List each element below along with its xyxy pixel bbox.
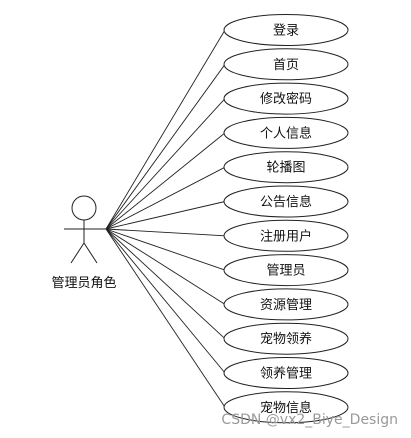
use-case-ellipse	[223, 151, 349, 184]
actor-leg-right	[83, 242, 98, 264]
actor-leg-left	[70, 242, 85, 264]
use-case: 登录	[223, 14, 349, 46]
use-case: 宠物领养	[223, 322, 349, 355]
association-line	[105, 132, 226, 230]
watermark: CSDN @vx2_Biye_Design	[221, 412, 398, 428]
association-line	[105, 64, 226, 230]
use-case-label: 公告信息	[260, 194, 312, 210]
association-line	[105, 228, 226, 374]
association-line	[105, 228, 226, 408]
association-line	[105, 228, 226, 237]
use-case-ellipse	[223, 219, 349, 252]
use-case: 公告信息	[223, 185, 349, 218]
use-case-label: 资源管理	[260, 298, 312, 313]
actor-stick-figure	[64, 195, 106, 264]
use-case: 宠物信息	[223, 391, 349, 424]
association-line	[105, 228, 226, 305]
use-case-label: 登录	[273, 24, 299, 39]
use-case: 个人信息	[223, 116, 349, 149]
use-case-label: 宠物信息	[260, 400, 312, 416]
use-case: 轮播图	[223, 151, 349, 184]
use-case-label: 修改密码	[260, 91, 312, 107]
use-case-ellipse	[223, 357, 349, 389]
use-case: 首页	[223, 48, 349, 81]
association-lines	[105, 29, 226, 408]
association-line	[105, 98, 226, 230]
use-case-ellipse	[223, 288, 349, 321]
use-case-ellipse	[223, 48, 349, 81]
association-line	[105, 29, 226, 230]
use-case-ellipse	[223, 254, 349, 287]
use-case-group: 登录首页修改密码个人信息轮播图公告信息注册用户管理员资源管理宠物领养领养管理宠物…	[223, 14, 349, 424]
use-case-ellipse	[223, 322, 349, 355]
use-case: 管理员	[223, 254, 349, 287]
use-case-label: 首页	[273, 58, 299, 73]
use-case-label: 领养管理	[260, 366, 312, 382]
use-case-ellipse	[223, 391, 349, 424]
actor-head	[71, 195, 97, 221]
use-case: 领养管理	[223, 357, 349, 389]
use-case-label: 个人信息	[260, 125, 312, 141]
use-case-ellipse	[223, 82, 349, 115]
use-case-label: 宠物领养	[260, 331, 312, 347]
use-case-ellipse	[223, 14, 349, 46]
use-case-label: 注册用户	[260, 228, 312, 244]
use-case: 注册用户	[223, 219, 349, 252]
actor-label: 管理员角色	[51, 275, 116, 291]
association-line	[105, 201, 226, 230]
use-case-label: 管理员	[266, 264, 305, 279]
use-case-ellipse	[223, 116, 349, 149]
use-case: 修改密码	[223, 82, 349, 115]
use-case-label: 轮播图	[266, 161, 305, 176]
association-line	[105, 228, 226, 271]
association-line	[105, 228, 226, 340]
use-case-ellipse	[223, 185, 349, 218]
use-case: 资源管理	[223, 288, 349, 321]
association-line	[105, 166, 226, 230]
